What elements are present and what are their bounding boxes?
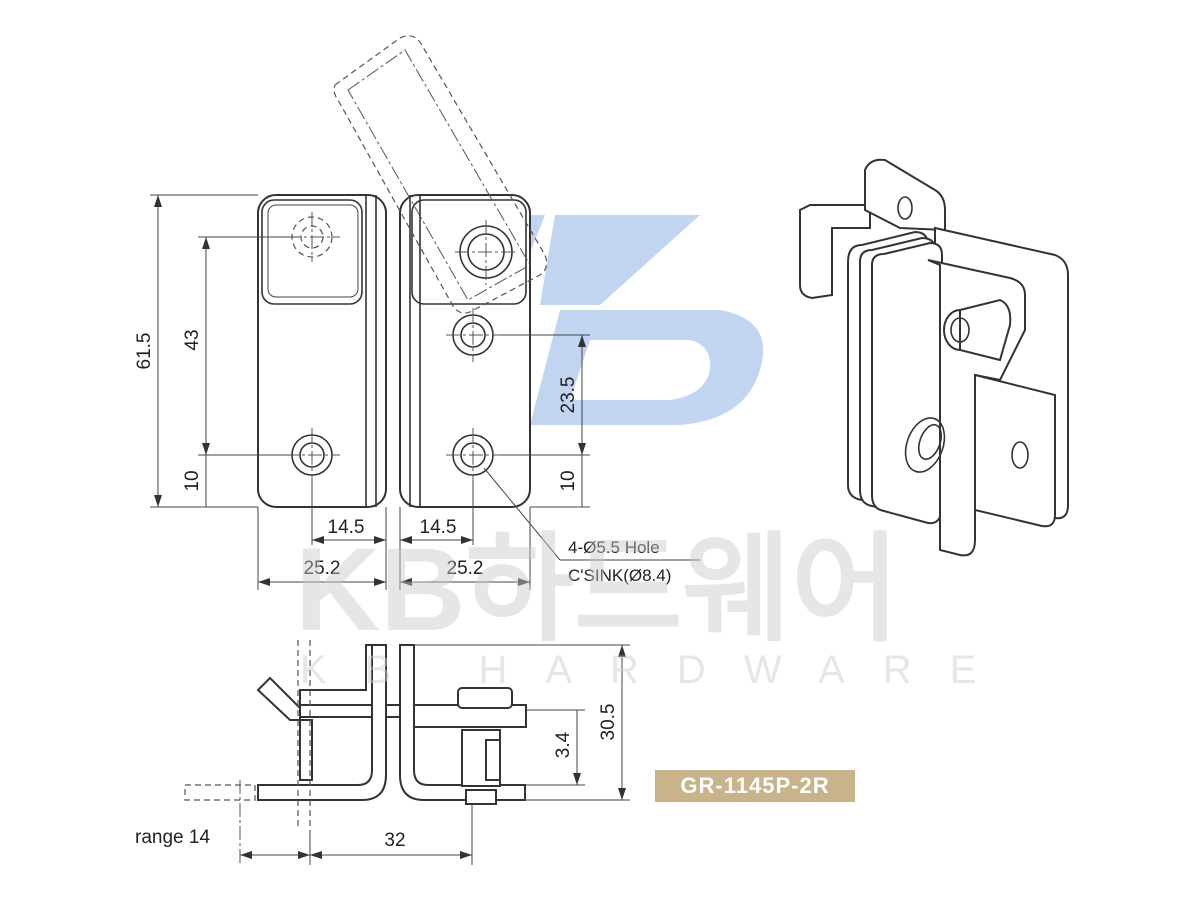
side-dimensions: 30.5 3.4 range 14 32 xyxy=(135,644,630,865)
isometric-view xyxy=(799,158,1069,557)
dim-right-hole-spacing: 23.5 xyxy=(558,377,579,414)
dim-total-height: 61.5 xyxy=(134,333,155,370)
front-left-plate xyxy=(257,194,387,508)
dim-bottom-offset-left: 10 xyxy=(182,470,203,491)
dim-hole-offset-right: 14.5 xyxy=(420,517,457,538)
side-view xyxy=(184,640,527,865)
dim-width-left: 25.2 xyxy=(304,558,341,579)
brand-english-watermark: KB HARDWARE xyxy=(300,648,1014,692)
dim-side-length: 32 xyxy=(384,830,405,851)
brand-watermark: KB하드웨어 KB HARDWARE xyxy=(295,524,1014,692)
dim-bottom-offset-right: 10 xyxy=(558,470,579,491)
dim-pin-height: 3.4 xyxy=(553,731,574,758)
brand-korean-watermark: KB하드웨어 xyxy=(295,524,900,656)
front-right-plate xyxy=(399,194,531,508)
dim-upper-hole-height: 43 xyxy=(182,329,203,350)
rotated-latch-phantom xyxy=(333,35,548,314)
hole-note-line1: 4-Ø5.5 Hole xyxy=(568,538,660,557)
dim-width-right: 25.2 xyxy=(447,558,484,579)
dim-side-height: 30.5 xyxy=(598,704,619,741)
front-dimensions: 61.5 43 10 23.5 10 14.5 xyxy=(134,194,700,590)
dim-hole-offset-left: 14.5 xyxy=(328,517,365,538)
model-code: GR-1145P-2R xyxy=(680,773,830,798)
hole-note-line2: C'SINK(Ø8.4) xyxy=(568,566,671,585)
dim-range-label: range 14 xyxy=(135,827,210,848)
model-code-badge: GR-1145P-2R xyxy=(655,770,855,802)
